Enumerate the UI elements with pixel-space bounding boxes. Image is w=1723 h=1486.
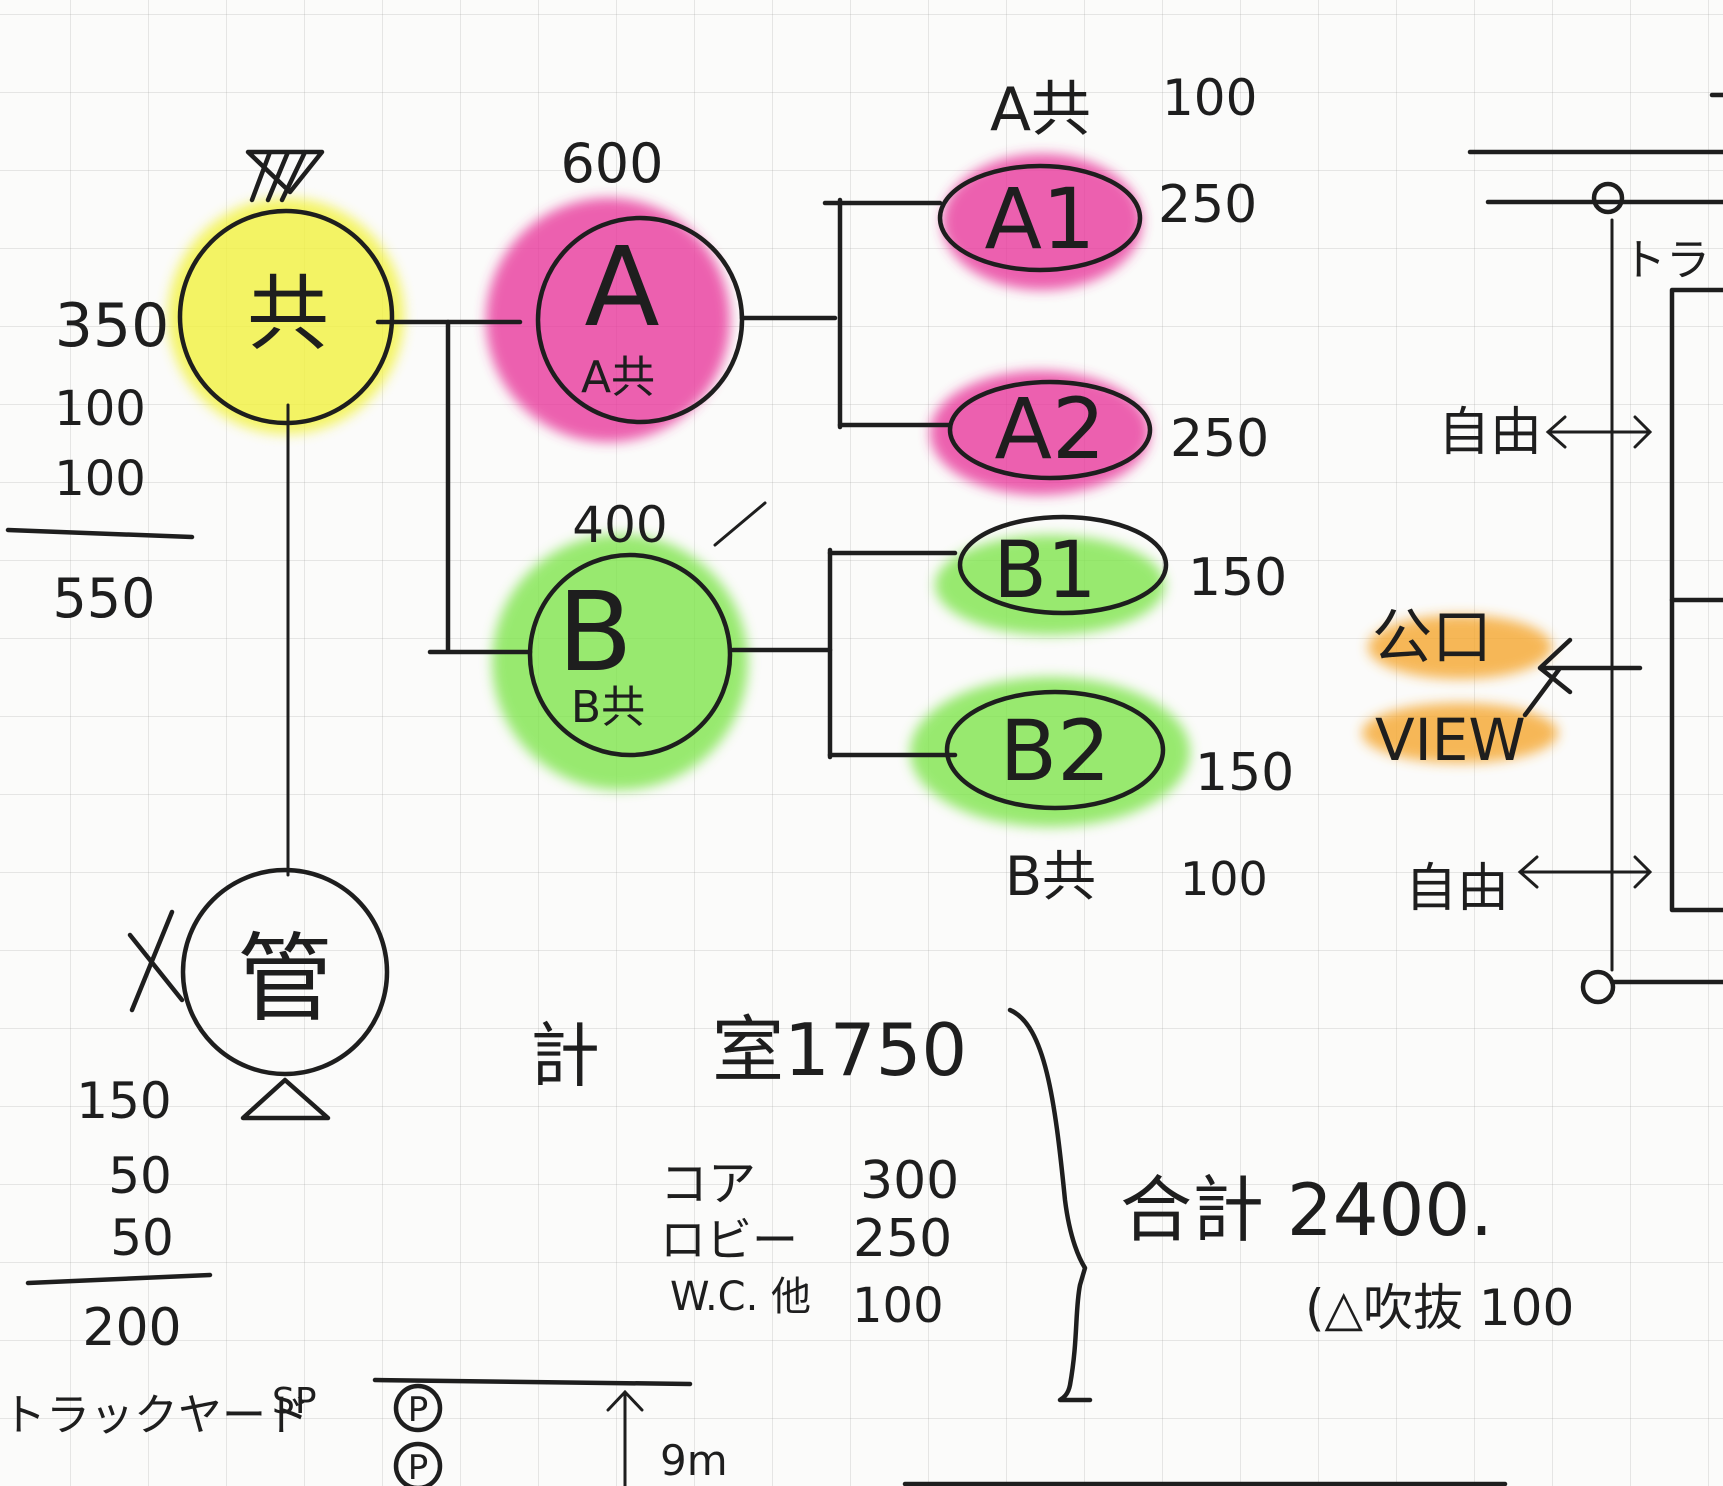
- b1-label: B1: [993, 526, 1096, 616]
- kan-breakdown-3: 50: [110, 1209, 174, 1267]
- free-bottom-label: 自由: [1405, 859, 1509, 919]
- free-top-arrow-icon: [1545, 415, 1653, 449]
- b2-ellipse: [944, 689, 1166, 811]
- parking-label-2: P: [408, 1448, 429, 1486]
- b-circle: [527, 552, 733, 758]
- kyo-sum-line: [5, 527, 195, 540]
- b1-value: 150: [1188, 548, 1287, 608]
- view-arrow-icon: [1522, 637, 1643, 718]
- entrance-marks: [127, 149, 331, 1121]
- orange-highlight-open: [1368, 615, 1552, 679]
- kyo-breakdown-2: 100: [54, 451, 146, 507]
- node-labels: 共 350 600 A A共 400 B B共 管 A共 100 A1 250 …: [55, 69, 1295, 1035]
- kan-circle: [180, 867, 390, 1077]
- b2-label: B2: [999, 702, 1110, 800]
- height-label: 9m: [660, 1436, 728, 1485]
- rooms-value: 室1750: [712, 1008, 967, 1092]
- yellow-highlight: [168, 198, 404, 434]
- lobby-label: ロビー: [660, 1213, 798, 1267]
- a-label: A: [584, 223, 659, 351]
- view-label: VIEW: [1375, 706, 1526, 774]
- rooms-label: 計: [530, 1015, 600, 1097]
- grand-total: 合計 2400.: [1120, 1168, 1493, 1252]
- bottom-triangle-icon: [240, 1077, 331, 1121]
- parking-icon-1: [393, 1383, 443, 1433]
- bottom-section: トラックヤード SP P P 9m: [2, 1377, 1508, 1486]
- b-value: 400: [572, 496, 667, 554]
- area-totals: 計 室1750 コア 300 ロビー 250 W.C. 他 100 合計 240…: [530, 1007, 1574, 1403]
- a2-label: A2: [995, 380, 1106, 478]
- a-common-value: 100: [1162, 69, 1257, 127]
- b-common-value: 100: [1180, 852, 1268, 906]
- a2-ellipse: [947, 379, 1153, 481]
- lobby-value: 250: [853, 1209, 952, 1269]
- connectors: [286, 197, 958, 877]
- kyo-label: 共: [247, 267, 329, 362]
- entry-arrow-icon: [245, 149, 325, 203]
- highlights: [168, 154, 1558, 827]
- core-value: 300: [860, 1151, 959, 1211]
- b1-ellipse: [957, 514, 1169, 616]
- kan-label: 管: [237, 923, 333, 1035]
- void-note: (△吹抜 100: [1305, 1279, 1574, 1337]
- pink-highlight-a2: [930, 371, 1150, 495]
- kan-total: 200: [82, 1298, 181, 1358]
- wc-label: W.C. 他: [670, 1274, 811, 1320]
- parking-icon-2: [393, 1441, 443, 1486]
- a-sub-label: A共: [581, 352, 655, 403]
- sp-label: SP: [272, 1381, 317, 1422]
- kyo-value: 350: [55, 291, 170, 361]
- kyo-breakdown-1: 100: [54, 381, 146, 437]
- right-annotations: 自由 公口 VIEW 自由 トラ: [1372, 92, 1723, 1005]
- orange-highlight-view: [1362, 703, 1558, 763]
- kan-tally: 150 50 50 200: [25, 1072, 213, 1358]
- open-label: 公口: [1372, 603, 1492, 673]
- free-top-label: 自由: [1438, 403, 1542, 463]
- parking-label-1: P: [408, 1390, 429, 1430]
- a1-label: A1: [985, 170, 1096, 268]
- pink-highlight-a1: [942, 154, 1142, 290]
- a1-value: 250: [1158, 175, 1257, 235]
- kyo-tally: 100 100 550: [5, 381, 195, 630]
- a-common-label: A共: [990, 75, 1091, 145]
- a-value: 600: [560, 132, 663, 195]
- green-highlight-b: [492, 534, 748, 790]
- kan-breakdown-1: 150: [76, 1072, 171, 1130]
- wc-value: 100: [852, 1278, 944, 1334]
- core-label: コア: [660, 1156, 756, 1212]
- kyo-total: 550: [52, 567, 155, 630]
- free-bottom-arrow-icon: [1517, 855, 1653, 889]
- total-brace: [1007, 1007, 1093, 1403]
- height-arrow-icon: [606, 1389, 644, 1486]
- kyo-circle: [177, 208, 395, 426]
- a2-value: 250: [1170, 409, 1269, 469]
- b2-value: 150: [1195, 743, 1294, 803]
- b-sub-label: B共: [571, 682, 645, 733]
- side-entry-icon: [127, 909, 185, 1013]
- track-vertical-label: トラ: [1622, 235, 1710, 286]
- track-yard-label: トラックヤード: [2, 1390, 310, 1441]
- kan-breakdown-2: 50: [108, 1147, 172, 1205]
- node-circles: [177, 163, 1169, 1077]
- b-common-label: B共: [1005, 845, 1096, 908]
- pink-highlight-a: [486, 198, 730, 442]
- kan-sum-line: [25, 1272, 213, 1286]
- a1-ellipse: [937, 163, 1143, 273]
- b-label: B: [557, 568, 632, 696]
